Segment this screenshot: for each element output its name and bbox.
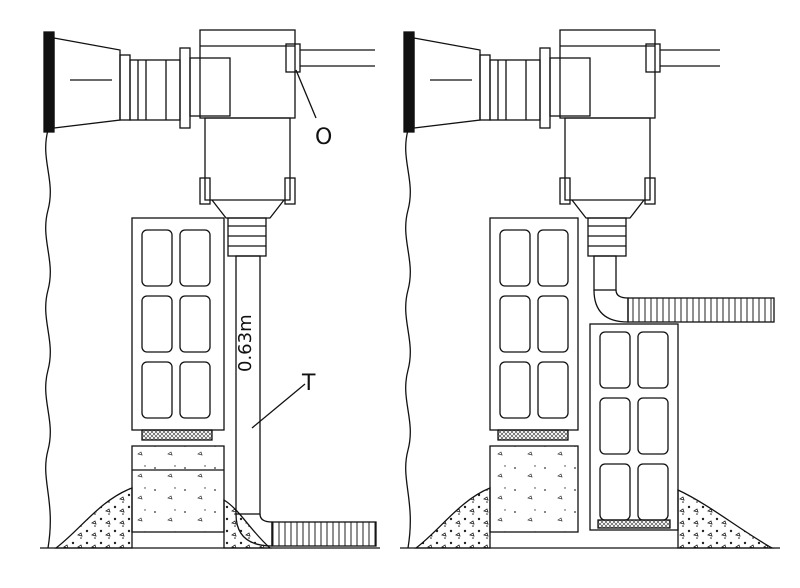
skimmer-body-right: [559, 29, 656, 119]
right-scenario: [400, 29, 780, 549]
skimmer-basket: [204, 117, 291, 201]
outlet-label: O: [315, 125, 332, 150]
left-scenario: [40, 29, 380, 549]
pool-wall: [45, 129, 51, 549]
block-column-right: [589, 323, 679, 531]
skimmer-flange: [43, 31, 55, 133]
concrete-base: [131, 445, 225, 533]
gravel-mound-right: [414, 487, 491, 549]
gravel-mound: [54, 487, 133, 549]
corrugated-hose-right: [627, 297, 775, 323]
pipe-elbow-right: [593, 289, 629, 323]
outlet-leader: [295, 69, 317, 119]
pool-wall-right: [405, 129, 411, 549]
pipe-leader: [251, 383, 306, 429]
vertical-pipe: [235, 255, 261, 515]
pipe-label: T: [301, 371, 316, 396]
corrugated-hose: [271, 521, 377, 547]
height-label: 0.63m: [235, 314, 256, 372]
skimmer-body: [199, 29, 296, 119]
